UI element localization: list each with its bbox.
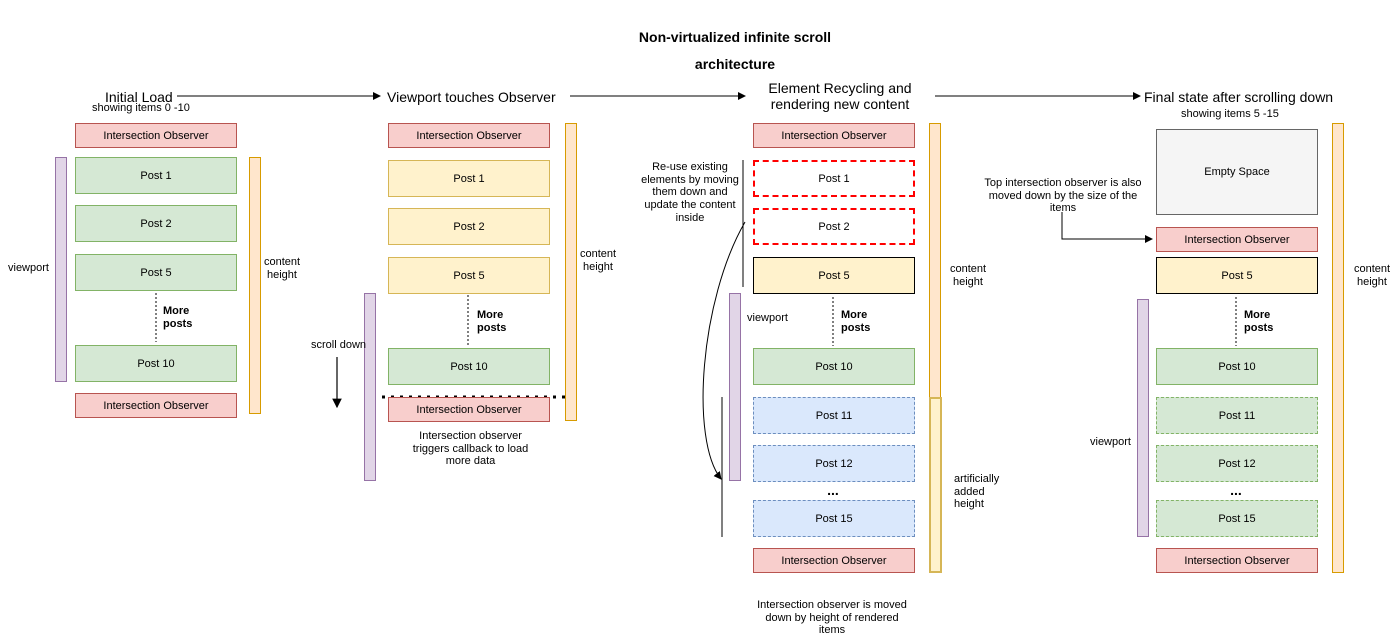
stage4-post-12: Post 12 [1156, 445, 1318, 482]
stage2-content-label: content height [579, 248, 617, 273]
stage3-artificial-label: artificially added height [954, 473, 1000, 511]
stage4-subheading: showing items 5 -15 [1181, 108, 1279, 120]
stage1-bottom-observer: Intersection Observer [75, 393, 237, 418]
stage3-ellipsis: ... [827, 482, 839, 498]
stage3-new-post-11: Post 11 [753, 397, 915, 434]
stage3-viewport-bar [729, 293, 741, 481]
stage1-content-label: content height [263, 256, 301, 281]
stage2-post-1: Post 1 [388, 160, 550, 197]
stage4-post-15: Post 15 [1156, 500, 1318, 537]
stage3-viewport-label: viewport [747, 312, 788, 324]
stage1-post-1: Post 1 [75, 157, 237, 194]
stage2-more-posts: More posts [477, 309, 507, 334]
stage4-post-10: Post 10 [1156, 348, 1318, 385]
stage3-post-10: Post 10 [753, 348, 915, 385]
stage1-content-height-bar [249, 157, 261, 414]
stage3-recycled-post-1: Post 1 [753, 160, 915, 197]
stage3-top-observer: Intersection Observer [753, 123, 915, 148]
stage2-post-2: Post 2 [388, 208, 550, 245]
stage2-viewport-bar [364, 293, 376, 481]
stage3-content-label: content height [949, 263, 987, 288]
stage4-content-label: content height [1353, 263, 1391, 288]
stage4-heading: Final state after scrolling down [1144, 89, 1334, 105]
stage3-moved-note: Intersection observer is moved down by h… [757, 599, 907, 637]
stage4-viewport-bar [1137, 299, 1149, 537]
stage4-bottom-observer: Intersection Observer [1156, 548, 1318, 573]
stage4-viewport-label: viewport [1090, 436, 1131, 448]
stage4-top-observer: Intersection Observer [1156, 227, 1318, 252]
stage1-more-posts: More posts [163, 305, 193, 330]
stage1-subheading: showing items 0 -10 [92, 102, 190, 114]
stage3-recycled-post-2: Post 2 [753, 208, 915, 245]
stage1-post-5: Post 5 [75, 254, 237, 291]
stage2-callback-note: Intersection observer triggers callback … [412, 430, 529, 468]
stage3-reuse-note: Re-use existing elements by moving them … [641, 161, 739, 224]
stage2-content-height-bar [565, 123, 577, 421]
stage1-viewport-bar [55, 157, 67, 382]
recycle-curve-arrow [702, 221, 746, 480]
stage1-viewport-label: viewport [8, 262, 49, 274]
stage3-more-posts: More posts [841, 309, 871, 334]
stage2-post-10: Post 10 [388, 348, 550, 385]
stage4-empty-space: Empty Space [1156, 129, 1318, 215]
stage2-bottom-observer: Intersection Observer [388, 397, 550, 422]
stage1-post-10: Post 10 [75, 345, 237, 382]
stage1-heading: Initial Load [105, 89, 173, 105]
stage1-top-observer: Intersection Observer [75, 123, 237, 148]
stage2-heading: Viewport touches Observer [387, 89, 556, 105]
stage3-heading: Element Recycling and rendering new cont… [768, 80, 912, 113]
stage4-post-11: Post 11 [1156, 397, 1318, 434]
stage4-content-height-bar [1332, 123, 1344, 573]
stage3-artificial-height-bar [929, 397, 942, 573]
stage4-top-note: Top intersection observer is also moved … [984, 177, 1142, 215]
stage4-post-5: Post 5 [1156, 257, 1318, 294]
diagram-title: Non-virtualized infinite scroll architec… [638, 29, 832, 72]
stage2-top-observer: Intersection Observer [388, 123, 550, 148]
stage2-scroll-label: scroll down [311, 339, 367, 351]
stage3-content-height-bar [929, 123, 941, 398]
stage3-post-5: Post 5 [753, 257, 915, 294]
stage3-bottom-observer: Intersection Observer [753, 548, 915, 573]
stage3-new-post-12: Post 12 [753, 445, 915, 482]
stage4-ellipsis: ... [1230, 482, 1242, 498]
top-observer-arrow [1061, 212, 1153, 243]
stage4-more-posts: More posts [1244, 309, 1274, 334]
stage1-post-2: Post 2 [75, 205, 237, 242]
stage2-post-5: Post 5 [388, 257, 550, 294]
stage3-new-post-15: Post 15 [753, 500, 915, 537]
